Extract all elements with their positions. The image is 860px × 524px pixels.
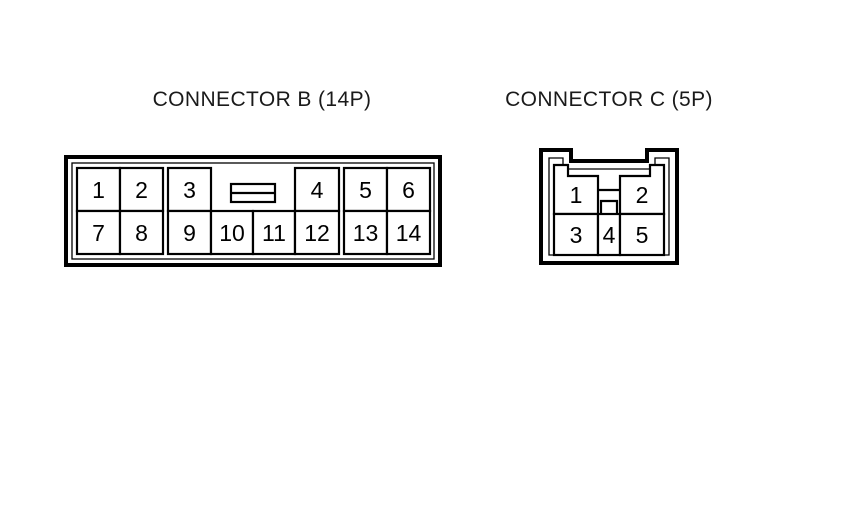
connector-b-pin-11-label: 11: [262, 220, 286, 246]
connector-b-pin-5-label: 5: [359, 177, 372, 203]
connector-b-pin-1-label: 1: [92, 177, 105, 203]
connector-c-pin-4-label: 4: [603, 222, 616, 248]
connector-b-group: CONNECTOR B (14P) 1 2 3 4 5 6: [64, 88, 442, 267]
connector-c-pin-5-cell: [618, 212, 666, 257]
connector-b-pin-3-label: 3: [183, 177, 196, 203]
connector-c-group: CONNECTOR C (5P) 1 2 3 4 5: [505, 88, 713, 265]
connector-b-pin-8-cell: [118, 209, 165, 256]
connector-b-pin-6-cell: [385, 166, 432, 213]
connector-b-pin-7-cell: [75, 209, 122, 256]
connector-b-pin-14-cell: [385, 209, 432, 256]
connector-c-pin-1-label: 1: [570, 182, 583, 208]
connector-b-pin-10-label: 10: [219, 220, 245, 246]
connector-b-pin-7-label: 7: [92, 220, 105, 246]
connector-b-pin-12-label: 12: [304, 220, 330, 246]
connector-b-pin-10-cell: [209, 209, 255, 256]
connector-b-pin-3-cell: [166, 166, 213, 213]
connector-c-title: CONNECTOR C (5P): [505, 88, 713, 111]
connector-b-pin-13-cell: [342, 209, 389, 256]
connector-c-pin-5-label: 5: [636, 222, 649, 248]
connector-c-pin-3-cell: [552, 212, 600, 257]
connector-b-pin-2-label: 2: [135, 177, 148, 203]
connector-c-center-locking-tab: [598, 188, 620, 214]
connector-c-pin-3-label: 3: [570, 222, 583, 248]
connector-b-center-locking-tab: [229, 182, 277, 204]
connector-b-inner-shell-line: [71, 162, 435, 260]
connector-b-pin-9-label: 9: [183, 220, 196, 246]
connector-b-outer-shell: [64, 155, 442, 267]
connector-b-pin-2-cell: [118, 166, 165, 213]
connector-b-title: CONNECTOR B (14P): [153, 88, 372, 111]
connector-b-pin-13-label: 13: [353, 220, 379, 246]
connector-b-pin-12-cell: [293, 209, 341, 256]
connector-b-pin-8-label: 8: [135, 220, 148, 246]
connector-b-pin-14-label: 14: [396, 220, 422, 246]
connector-b-pin-4-label: 4: [311, 177, 324, 203]
connector-b-pin-6-label: 6: [402, 177, 415, 203]
connector-c-pin-2-label: 2: [636, 182, 649, 208]
